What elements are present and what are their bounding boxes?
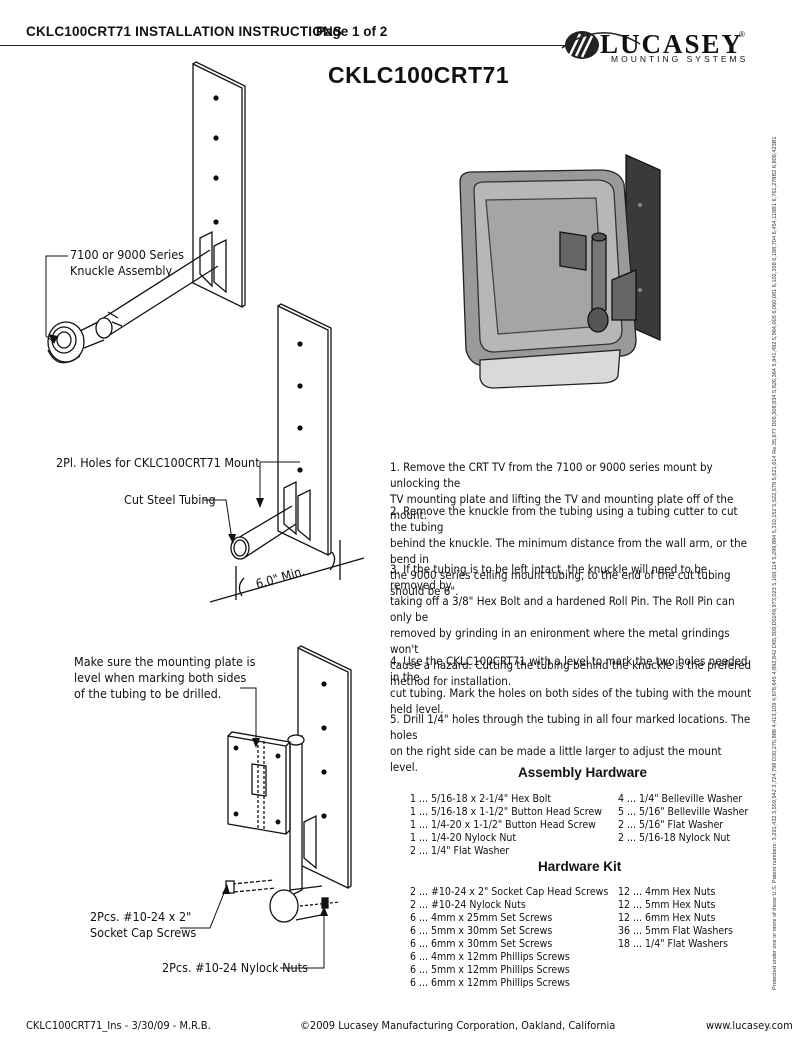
step-2-line: 2. Remove the knuckle from the tubing us… xyxy=(390,504,738,534)
tubing-label: Cut Steel Tubing xyxy=(124,492,216,507)
screws-label-line1: 2Pcs. #10-24 x 2" xyxy=(90,909,192,924)
hardware-kit-right: 12 ... 4mm Hex Nuts 12 ... 5mm Hex Nuts … xyxy=(618,886,733,951)
knuckle-label-line2: Knuckle Assembly xyxy=(70,263,173,278)
list-item: 6 ... 6mm x 12mm Phillips Screws xyxy=(410,977,570,989)
list-item: 18 ... 1/4" Flat Washers xyxy=(618,938,729,950)
list-item: 6 ... 4mm x 25mm Set Screws xyxy=(410,912,553,924)
list-item: 6 ... 5mm x 12mm Phillips Screws xyxy=(410,964,570,976)
step-3-line: taking off a 3/8" Hex Bolt and a hardene… xyxy=(390,594,735,624)
list-item: 6 ... 4mm x 12mm Phillips Screws xyxy=(410,951,570,963)
patent-notice: Protected under one or more of these U.S… xyxy=(772,136,778,990)
header-rule xyxy=(0,45,570,46)
list-item: 2 ... 5/16" Flat Washer xyxy=(618,819,724,831)
step-5-line: 5. Drill 1/4" holes through the tubing i… xyxy=(390,712,751,742)
footer-website-link[interactable]: www.lucasey.com xyxy=(706,1019,793,1032)
list-item: 1 ... 1/4-20 x 1-1/2" Button Head Screw xyxy=(410,819,596,831)
list-item: 1 ... 1/4-20 Nylock Nut xyxy=(410,832,517,844)
step-2-line: behind the knuckle. The minimum distance… xyxy=(390,536,748,566)
step-2-line: the 9000 series ceiling mount tubing, to… xyxy=(390,568,731,598)
assembly-hardware-right: 4 ... 1/4" Belleville Washer 5 ... 5/16"… xyxy=(618,793,748,845)
level-note-line2: level when marking both sides xyxy=(74,670,247,685)
list-item: 12 ... 5mm Hex Nuts xyxy=(618,899,716,911)
hardware-kit-left: 2 ... #10-24 x 2" Socket Cap Head Screws… xyxy=(410,886,608,990)
step-1-line: 1. Remove the CRT TV from the 7100 or 90… xyxy=(390,460,713,490)
step-4-line: 4. Use the CKLC100CRT71 with a level to … xyxy=(390,654,748,684)
step-3-line: method for installation. xyxy=(390,674,512,688)
list-item: 1 ... 5/16-18 x 1-1/2" Button Head Screw xyxy=(410,806,602,818)
list-item: 1 ... 5/16-18 x 2-1/4" Hex Bolt xyxy=(410,793,552,805)
level-note-line3: of the tubing to be drilled. xyxy=(74,686,222,701)
step-3-line: cause a hazard. Cutting the tubing behin… xyxy=(390,658,752,672)
step-5-line: on the right side can be made a little l… xyxy=(390,744,722,774)
level-note-line1: Make sure the mounting plate is xyxy=(74,654,256,669)
step-1: 1. Remove the CRT TV from the 7100 or 90… xyxy=(390,459,752,523)
level-note: Make sure the mounting plate is level wh… xyxy=(74,654,256,702)
list-item: 4 ... 1/4" Belleville Washer xyxy=(618,793,743,805)
header-title: CKLC100CRT71 INSTALLATION INSTRUCTIONS xyxy=(26,24,343,39)
cut-tubing-drawing xyxy=(209,303,365,603)
logo-registered: ® xyxy=(739,30,745,39)
knuckle-assembly-drawing xyxy=(47,61,246,364)
patent-notice-container: Protected under one or more of these U.S… xyxy=(760,100,778,990)
screws-label: 2Pcs. #10-24 x 2" Socket Cap Screws xyxy=(90,909,196,941)
step-1-line: TV mounting plate and lifting the TV and… xyxy=(390,492,734,522)
list-item: 6 ... 5mm x 30mm Set Screws xyxy=(410,925,553,937)
document-title: CKLC100CRT71 xyxy=(328,62,510,88)
list-item: 2 ... 1/4" Flat Washer xyxy=(410,845,510,857)
assembly-hardware-title: Assembly Hardware xyxy=(518,765,648,780)
mount-assembly-drawing xyxy=(225,645,352,923)
knuckle-label: 7100 or 9000 Series Knuckle Assembly xyxy=(70,247,184,279)
leader-lines xyxy=(45,255,325,969)
assembly-hardware-left: 1 ... 5/16-18 x 2-1/4" Hex Bolt 1 ... 5/… xyxy=(410,793,602,858)
step-4-line: held level. xyxy=(390,702,444,716)
footer-copyright: ©2009 Lucasey Manufacturing Corporation,… xyxy=(300,1019,616,1032)
list-item: 6 ... 6mm x 30mm Set Screws xyxy=(410,938,553,950)
logo-name: LUCASEY xyxy=(600,29,744,59)
step-3-line: 3. If the tubing is to be left intact, t… xyxy=(390,562,708,592)
knuckle-label-line1: 7100 or 9000 Series xyxy=(70,247,185,262)
step-4: 4. Use the CKLC100CRT71 with a level to … xyxy=(390,653,752,717)
crt-tv-drawing xyxy=(459,154,661,389)
nuts-label: 2Pcs. #10-24 Nylock Nuts xyxy=(162,960,308,975)
footer-document-id: CKLC100CRT71_Ins - 3/30/09 - M.R.B. xyxy=(26,1019,211,1032)
page-number: Page 1 of 2 xyxy=(316,24,388,39)
step-3-line: removed by grinding in an enironment whe… xyxy=(390,626,730,656)
list-item: 12 ... 6mm Hex Nuts xyxy=(618,912,716,924)
list-item: 2 ... #10-24 Nylock Nuts xyxy=(410,899,526,911)
screws-label-line2: Socket Cap Screws xyxy=(90,925,197,940)
holes-label: 2Pl. Holes for CKLC100CRT71 Mount xyxy=(56,455,260,470)
logo-subtitle: MOUNTING SYSTEMS xyxy=(611,54,749,64)
hardware-kit-title: Hardware Kit xyxy=(538,859,622,874)
list-item: 5 ... 5/16" Belleville Washer xyxy=(618,806,749,818)
step-4-line: cut tubing. Mark the holes on both sides… xyxy=(390,686,752,700)
list-item: 36 ... 5mm Flat Washers xyxy=(618,925,733,937)
step-2: 2. Remove the knuckle from the tubing us… xyxy=(390,503,752,599)
list-item: 2 ... 5/16-18 Nylock Nut xyxy=(618,832,731,844)
list-item: 2 ... #10-24 x 2" Socket Cap Head Screws xyxy=(410,886,609,898)
list-item: 12 ... 4mm Hex Nuts xyxy=(618,886,716,898)
step-5: 5. Drill 1/4" holes through the tubing i… xyxy=(390,711,752,775)
step-3: 3. If the tubing is to be left intact, t… xyxy=(390,561,752,689)
